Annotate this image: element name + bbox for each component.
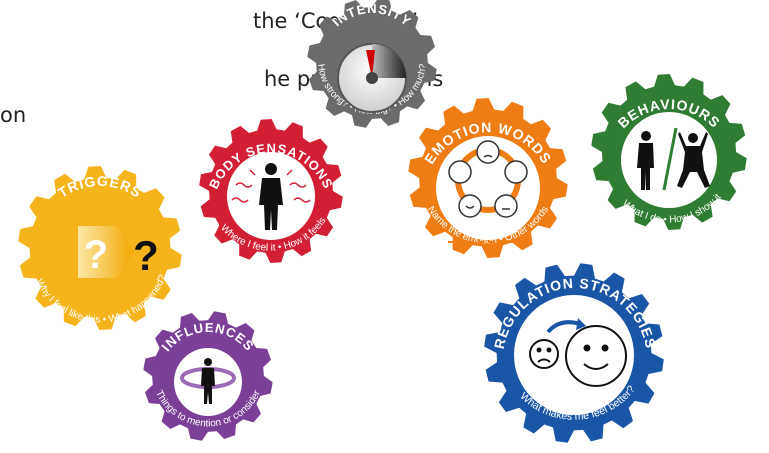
cog-influences: INFLUENCES Things to mention or consider <box>143 311 273 441</box>
cog-intensity: INTENSITY How strong? • How big? • How m… <box>307 0 437 128</box>
body-figure-icon <box>231 163 311 230</box>
triggers-question-black: ? <box>133 232 159 279</box>
behaviour-figures-icon <box>637 127 710 191</box>
question-arrow-icon: ? ? <box>78 226 159 279</box>
sad-to-happy-icon <box>529 318 627 387</box>
gauge-icon <box>337 43 407 113</box>
intro-line-3: on <box>0 103 27 127</box>
person-cycle-icon <box>180 358 236 404</box>
cog-body-sensations: BODY SENSATIONS Where I feel it • How it… <box>199 119 343 263</box>
triggers-question-white: ? <box>84 233 108 277</box>
emotion-faces-icon <box>448 140 528 218</box>
cog-behaviours: BEHAVIOURS What I do • How I show it <box>591 74 747 230</box>
cog-emotion-words: EMOTION WORDS Name the emotion • Other w… <box>408 98 568 258</box>
cog-triggers: TRIGGERS Why I feel like this • What hap… <box>18 166 182 330</box>
cog-regulation-strategies: REGULATION STRATEGIES What makes me feel… <box>484 263 664 443</box>
